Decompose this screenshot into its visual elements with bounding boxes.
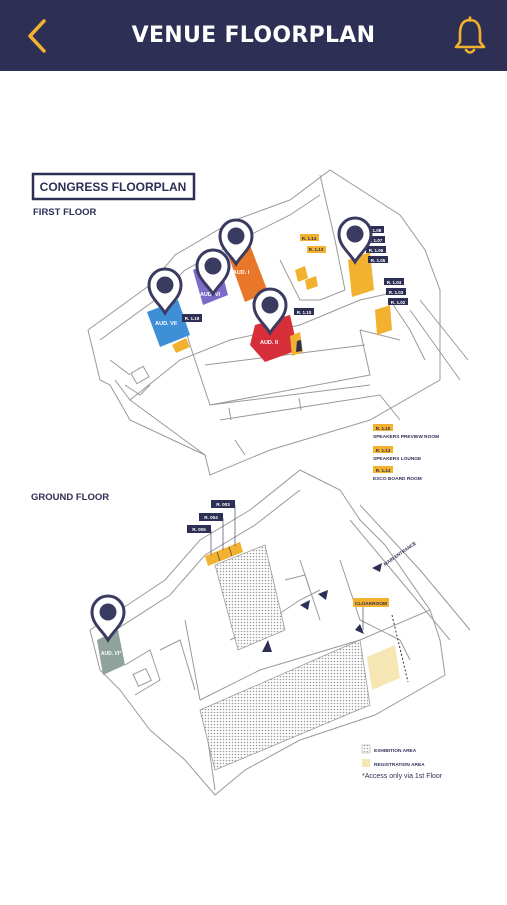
room-103-tag: R. 1.03 bbox=[389, 290, 404, 295]
room-106-tag: R. 1.06 bbox=[369, 248, 384, 253]
room-107-tag: R. 1.07 bbox=[368, 238, 383, 243]
app-header: VENUE FLOORPLAN bbox=[0, 0, 507, 71]
aud-4-shape[interactable] bbox=[97, 630, 125, 675]
room-105-tag: R. 1.05 bbox=[371, 258, 386, 263]
legend-label: SPEAKERS LOUNGE bbox=[373, 456, 422, 462]
room-108-tag: R. 1.08 bbox=[367, 228, 382, 233]
back-button[interactable] bbox=[24, 18, 52, 54]
map-pin-icon[interactable] bbox=[337, 216, 373, 265]
exhibition-area-upper bbox=[214, 544, 286, 651]
room-leader-lines bbox=[210, 505, 236, 555]
first-floor-outline bbox=[87, 169, 469, 476]
page-title: VENUE FLOORPLAN bbox=[131, 23, 376, 48]
map-pin-icon[interactable] bbox=[147, 267, 183, 316]
map-pin-icon[interactable] bbox=[252, 287, 288, 336]
room-102-tag: R. 1.02 bbox=[391, 300, 406, 305]
room-110-arrow bbox=[296, 340, 302, 352]
registration-area bbox=[367, 645, 400, 690]
chevron-left-icon bbox=[28, 19, 46, 53]
aud-7-label: AUD. VII bbox=[155, 321, 177, 327]
first-floor-pins bbox=[147, 216, 373, 336]
first-floor-room-tags: R. 1.19 R. 1.14 R. 1.13 R. 1.10 R. 1.08 … bbox=[182, 226, 408, 322]
room-110-tag: R. 1.10 bbox=[297, 310, 312, 315]
legend-label: EXCO BOARD ROOM bbox=[373, 476, 422, 482]
aud-1-label: AUD. I bbox=[233, 270, 250, 276]
aud-2-label: AUD. II bbox=[260, 340, 279, 346]
map-pin-icon[interactable] bbox=[195, 248, 231, 297]
floorplan-svg: CONGRESS FLOORPLAN FIRST FLOOR AUD. VII … bbox=[31, 169, 471, 796]
registration-rail bbox=[391, 614, 409, 683]
legend-registration: REGISTRATION AREA bbox=[374, 762, 425, 768]
ground-rooms bbox=[205, 542, 243, 566]
aud-4-label: AUD. VI* bbox=[101, 651, 121, 657]
room-104-tag: R. 1.04 bbox=[387, 280, 402, 285]
room-004-tag: R. 004 bbox=[204, 515, 218, 520]
floorplan-banner-frame bbox=[31, 172, 196, 201]
notifications-button[interactable] bbox=[452, 16, 488, 56]
room-005-tag: R. 005 bbox=[192, 527, 206, 532]
legend-code: R. 1.13 bbox=[376, 448, 391, 453]
room-005-tag-bg bbox=[187, 525, 211, 533]
room-119-tag: R. 1.19 bbox=[185, 316, 200, 321]
cloakroom-tag-bg bbox=[353, 598, 389, 607]
access-note: *Access only via 1st Floor bbox=[362, 773, 443, 780]
exhibition-area-lower bbox=[199, 639, 371, 771]
first-floor-rooms bbox=[172, 252, 392, 356]
ground-floor-heading: GROUND FLOOR bbox=[31, 492, 109, 503]
map-pin-icon[interactable] bbox=[90, 594, 126, 643]
floorplan-banner: CONGRESS FLOORPLAN bbox=[40, 180, 187, 194]
venue-map: CONGRESS FLOORPLAN FIRST FLOOR AUD. VII … bbox=[0, 71, 507, 900]
room-113-tag: R. 1.13 bbox=[309, 247, 324, 252]
first-floor-heading: FIRST FLOOR bbox=[33, 207, 96, 218]
cloakroom-tag: CLOAKROOM bbox=[355, 601, 387, 607]
room-003-tag: R. 003 bbox=[216, 502, 230, 507]
legend-exhibition: EXHIBITION AREA bbox=[374, 748, 417, 754]
aud-2-shape[interactable] bbox=[250, 315, 298, 362]
legend-code: R. 1.10 bbox=[376, 426, 391, 431]
main-entrance-label: MAIN ENTRANCE bbox=[383, 541, 417, 567]
room-114-tag: R. 1.14 bbox=[302, 236, 317, 241]
legend-code: R. 1.14 bbox=[376, 468, 391, 473]
arrow-icon bbox=[262, 563, 382, 652]
legend-label: SPEAKERS PREVIEW ROOM bbox=[373, 434, 439, 440]
bell-icon bbox=[454, 16, 486, 54]
ground-floor-outline bbox=[89, 469, 471, 796]
ground-floor-legend: EXHIBITION AREA REGISTRATION AREA *Acces… bbox=[361, 744, 443, 780]
room-003-tag-bg bbox=[211, 500, 235, 508]
first-floor-legend: R. 1.10 SPEAKERS PREVIEW ROOM R. 1.13 SP… bbox=[373, 424, 439, 482]
aud-7-shape[interactable] bbox=[147, 300, 190, 347]
aud-6-label: AUD. VI bbox=[200, 292, 221, 298]
map-pin-icon[interactable] bbox=[218, 218, 254, 267]
room-004-tag-bg bbox=[199, 513, 223, 521]
